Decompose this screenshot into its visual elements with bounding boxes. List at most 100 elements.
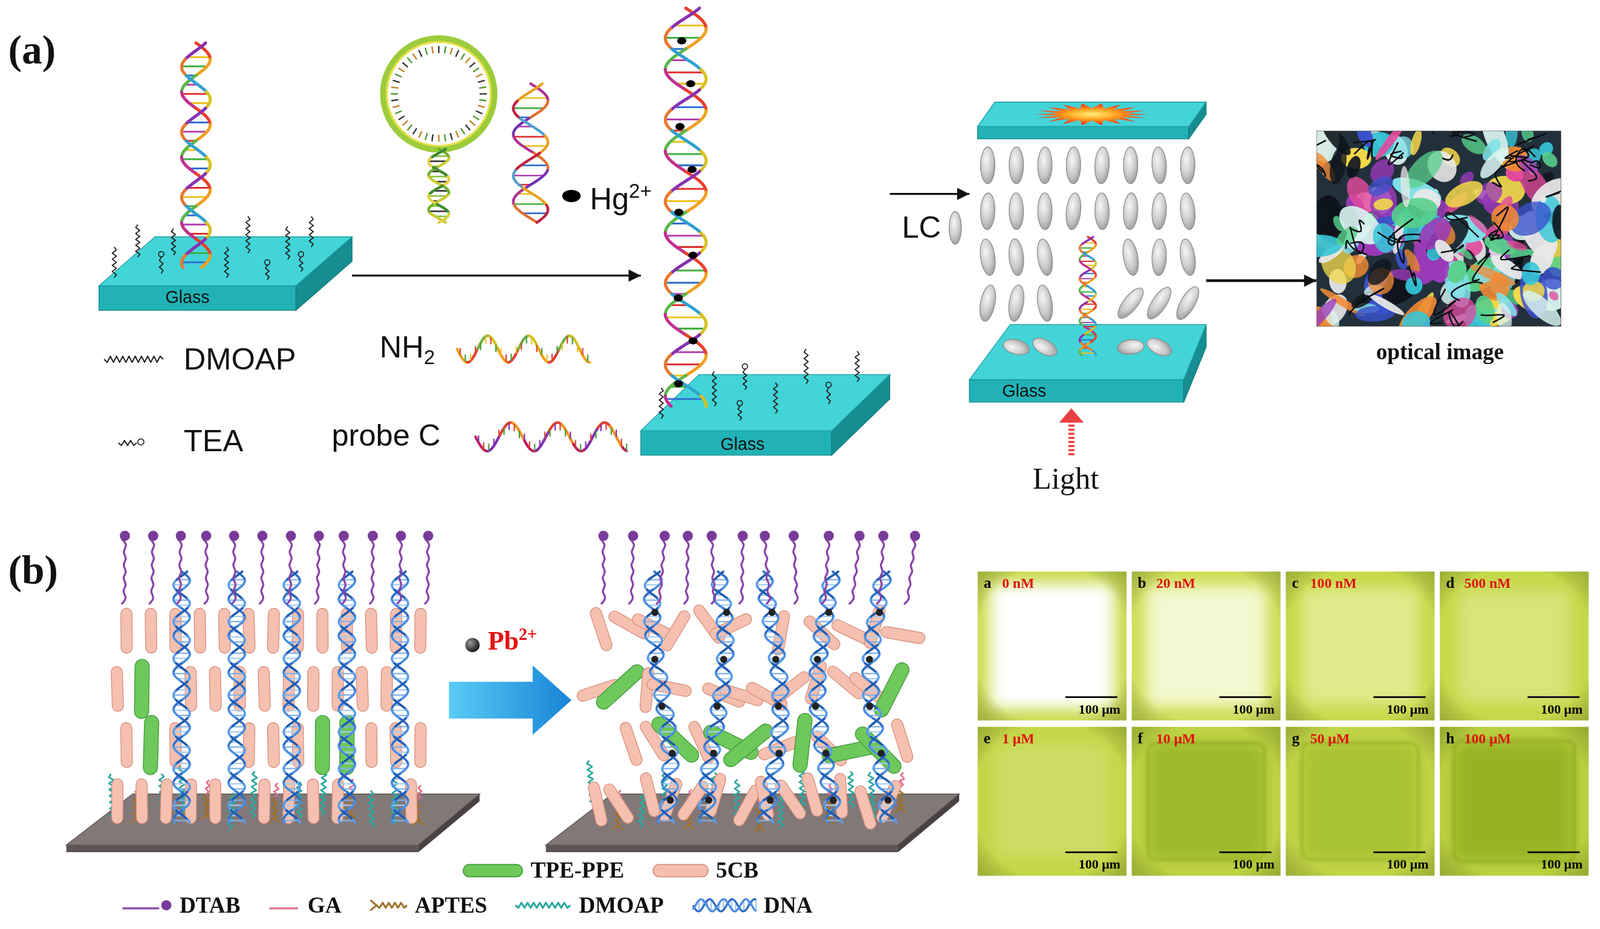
dna-duplexes	[821, 773, 836, 783]
dna-duplexes	[283, 694, 299, 696]
dna-duplexes	[297, 782, 300, 792]
dna-duplexes	[242, 782, 245, 792]
lc-molecules	[111, 666, 124, 712]
dna-duplexes	[647, 626, 660, 636]
probe-c-strand	[585, 427, 599, 449]
dtab-molecules	[910, 530, 921, 542]
probe-c-strand	[575, 440, 577, 448]
lc-molecules	[365, 722, 378, 768]
dna-duplexes	[666, 796, 675, 804]
texture-image	[1388, 193, 1441, 233]
dna-duplexes	[175, 810, 188, 820]
top-glass	[977, 102, 1207, 140]
probe-c-strand	[598, 422, 611, 429]
dna-duplexes	[654, 690, 658, 700]
dna-duplexes	[876, 727, 883, 737]
dna-duplexes	[173, 819, 175, 823]
probe-c-strand	[533, 443, 536, 452]
micrograph-image	[1131, 571, 1281, 721]
hybridized-dna	[670, 334, 700, 356]
dna-helix	[181, 91, 196, 109]
hybridized-dna	[688, 337, 698, 345]
dna-helix	[1079, 310, 1091, 319]
dna-duplexes	[292, 690, 301, 700]
target-dna	[522, 212, 547, 215]
texture-image	[1316, 130, 1562, 327]
dna-duplexes	[868, 626, 880, 636]
dna-duplexes	[809, 673, 825, 675]
dna-duplexes	[242, 746, 245, 756]
dna-duplexes	[864, 709, 880, 711]
dna-duplexes	[297, 709, 300, 719]
dna-duplexes	[391, 804, 407, 806]
dna-duplexes	[186, 635, 190, 645]
dna-duplexes	[876, 672, 879, 682]
probe-c-strand	[610, 426, 623, 448]
dna-duplexes	[242, 709, 245, 719]
dna-duplexes	[228, 580, 231, 590]
dna-duplexes	[352, 672, 355, 682]
dna-duplexes	[657, 819, 674, 822]
dna-duplexes	[876, 608, 884, 617]
hairpin-probe	[394, 73, 402, 77]
hairpin-probe	[477, 105, 485, 108]
texture-image	[1402, 274, 1425, 297]
dna-duplexes	[173, 804, 189, 806]
lc-cell-art	[1037, 192, 1053, 230]
dna-helix	[1090, 318, 1096, 328]
texture-image	[1453, 131, 1478, 142]
target-dna	[539, 135, 549, 153]
amino-dna-strand	[505, 354, 507, 362]
dna-duplexes	[882, 764, 890, 774]
hybridized-dna	[676, 327, 706, 330]
surface-linkers	[269, 817, 280, 823]
hairpin-probe	[450, 133, 453, 140]
dna-duplexes	[780, 690, 789, 700]
lc-molecules	[618, 720, 644, 767]
dna-duplexes	[297, 746, 300, 756]
dna-duplexes	[283, 673, 299, 675]
dna-duplexes	[771, 617, 779, 627]
dna-duplexes	[773, 736, 784, 746]
hairpin-probe	[402, 62, 409, 68]
hybridized-dna	[688, 251, 698, 259]
dna-helix	[182, 93, 209, 95]
hairpin-probe	[419, 131, 423, 138]
dna-duplexes	[769, 746, 785, 748]
panel-letter: a	[983, 574, 992, 592]
dna-duplexes	[286, 736, 299, 746]
dna-duplexes	[717, 635, 726, 645]
micrograph-image	[977, 571, 1127, 721]
dna-duplexes	[405, 746, 409, 756]
dna-duplexes	[175, 718, 187, 728]
dna-duplexes	[771, 819, 774, 823]
hybridized-dna	[674, 380, 684, 388]
dtab-molecules	[598, 530, 609, 542]
dna-duplexes	[659, 727, 663, 737]
hairpin-probe	[425, 47, 427, 55]
dna-duplexes	[230, 663, 243, 673]
amino-dna-strand	[561, 342, 563, 351]
surface-molecules	[826, 382, 832, 388]
hybridized-dna	[675, 122, 685, 131]
dna-duplexes	[723, 608, 733, 618]
glass-slide: Glass	[99, 234, 353, 313]
dna-duplexes	[341, 626, 354, 636]
dna-duplexes	[864, 709, 874, 719]
dtab-molecules	[854, 530, 865, 542]
lc-molecules	[890, 717, 915, 764]
dna-duplexes	[391, 801, 395, 811]
dna-duplexes	[699, 782, 708, 792]
lc-molecules	[316, 608, 329, 654]
lc-cell-art	[1035, 283, 1056, 323]
amino-dna-strand	[520, 342, 522, 351]
dna-duplexes	[175, 608, 187, 618]
dna-duplexes	[173, 709, 183, 719]
dna-duplexes	[242, 672, 245, 682]
dna-duplexes	[774, 702, 782, 710]
target-dna	[513, 107, 544, 110]
dna-duplexes	[728, 672, 732, 682]
dna-duplexes	[347, 617, 356, 627]
dna-duplexes	[813, 718, 825, 728]
dna-duplexes	[772, 690, 776, 700]
